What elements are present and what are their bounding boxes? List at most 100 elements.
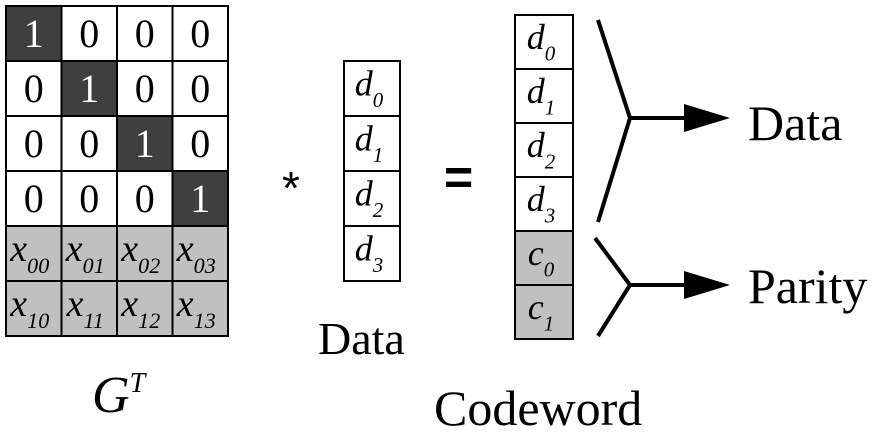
- identity-cell: [171, 60, 229, 117]
- data-vector-label: Data: [318, 313, 405, 364]
- data-arrow-head: [684, 104, 730, 132]
- matrix-label-main: G: [92, 367, 130, 424]
- data-vector-entry-base: d: [355, 118, 374, 158]
- parity-cell-value-base: x: [120, 228, 138, 270]
- data-vector-cell: [343, 225, 401, 282]
- data-vector-entry-subscript: 3: [372, 253, 383, 277]
- parity-cell-value-subscript: 02: [138, 253, 160, 278]
- parity-cell: [60, 225, 118, 282]
- parity-cell-value-base: x: [66, 283, 84, 325]
- matrix-label: GT: [92, 367, 148, 424]
- codeword-data-entry-base: d: [527, 71, 546, 111]
- identity-cell-value: 0: [79, 11, 99, 56]
- identity-cell: [60, 170, 118, 227]
- parity-cell-value-base: x: [9, 283, 27, 325]
- codeword-data-cell: [514, 68, 574, 124]
- codeword-data-entry-subscript: 3: [544, 203, 555, 227]
- data-vector-entry: d3: [355, 228, 383, 277]
- parity-cell: [5, 280, 63, 337]
- codeword-data-entry-subscript: 1: [545, 95, 555, 119]
- identity-cell: [171, 115, 229, 172]
- parity-cell-value: x13: [176, 283, 216, 333]
- identity-cell-value: 0: [79, 176, 99, 221]
- identity-cell-value: 1: [79, 66, 99, 111]
- parity-bracket: [593, 236, 633, 338]
- codeword-parity-entry-subscript: 1: [544, 311, 554, 335]
- identity-cell-value: 1: [135, 121, 155, 166]
- parity-cell-value-subscript: 11: [83, 308, 103, 333]
- identity-cell-value: 1: [190, 176, 210, 221]
- parity-cell-value-subscript: 13: [194, 308, 216, 333]
- parity-cell-value: x02: [120, 228, 160, 278]
- parity-arrow-head: [684, 271, 730, 299]
- identity-cell-value: 0: [79, 121, 99, 166]
- parity-cell-value: x10: [9, 283, 49, 333]
- codeword-label: Codeword: [434, 380, 642, 434]
- codeword-parity-cell: [514, 284, 574, 340]
- data-vector-cell: [343, 170, 401, 227]
- codeword-data-cell: [514, 14, 574, 70]
- identity-cell-value: 0: [135, 66, 155, 111]
- parity-cell-value-base: x: [120, 283, 138, 325]
- parity-cell-value: x01: [65, 228, 105, 278]
- codeword-data-entry-subscript: 0: [545, 41, 556, 65]
- parity-cell: [5, 225, 63, 282]
- codeword-data-entry: d3: [527, 179, 555, 228]
- parity-cell: [171, 280, 229, 337]
- parity-cell-value-base: x: [176, 283, 194, 325]
- identity-cell-value: 0: [190, 121, 210, 166]
- matrix-label-superscript: T: [130, 368, 148, 399]
- parity-bracket-arrow: [593, 236, 730, 338]
- parity-cell-value-subscript: 10: [27, 308, 49, 333]
- identity-cell-value: 1: [24, 11, 44, 56]
- codeword-parity-entry: c1: [528, 287, 554, 336]
- parity-cell-value: x00: [9, 228, 49, 278]
- codeword-data-entry: d0: [527, 17, 556, 66]
- multiply-operator: *: [282, 162, 300, 214]
- parity-cell-value-subscript: 03: [194, 253, 216, 278]
- codeword-data-entry-subscript: 2: [545, 149, 555, 173]
- data-annotation: Data: [748, 95, 842, 151]
- parity-cell-value: x11: [66, 283, 104, 333]
- identity-cell-value: 0: [24, 121, 44, 166]
- parity-cell-value-base: x: [9, 228, 27, 270]
- identity-cell: [60, 60, 118, 117]
- identity-cell: [60, 115, 118, 172]
- parity-cell-value-base: x: [176, 228, 194, 270]
- data-vector-entry-subscript: 0: [373, 88, 384, 112]
- parity-cell-value-subscript: 00: [27, 253, 49, 278]
- codeword-data-cell: [514, 176, 574, 232]
- data-vector-cell: [343, 115, 401, 172]
- data-vector-entry: d1: [355, 118, 383, 167]
- data-vector-entry: d2: [355, 173, 383, 222]
- codeword-data-entry-base: d: [527, 179, 546, 219]
- data-bracket-arrow: [596, 19, 730, 223]
- data-vector-entry-subscript: 1: [373, 143, 383, 167]
- parity-annotation: Parity: [748, 258, 867, 314]
- identity-cell-value: 0: [135, 176, 155, 221]
- identity-cell: [171, 5, 229, 62]
- identity-cell-value: 0: [24, 176, 44, 221]
- identity-cell-value: 0: [190, 11, 210, 56]
- codeword-parity-entry-base: c: [528, 287, 544, 327]
- data-vector-cell: [343, 60, 401, 117]
- identity-cell-value: 0: [24, 66, 44, 111]
- identity-cell-value: 0: [135, 11, 155, 56]
- codeword-data-entry: d2: [527, 125, 555, 174]
- codeword-data-entry-base: d: [527, 125, 546, 165]
- parity-cell-value: x03: [176, 228, 216, 278]
- parity-cell: [171, 225, 229, 282]
- parity-cell-value: x12: [120, 283, 160, 333]
- identity-cell-value: 0: [190, 66, 210, 111]
- data-vector-entry-subscript: 2: [373, 198, 383, 222]
- equals-operator: =: [444, 149, 473, 205]
- codeword-data-entry-base: d: [527, 17, 546, 57]
- data-vector-entry: d0: [355, 63, 384, 112]
- codeword-parity-entry-base: c: [528, 233, 544, 273]
- data-vector-entry-base: d: [355, 63, 374, 103]
- parity-cell-value-subscript: 12: [138, 308, 160, 333]
- identity-cell: [5, 5, 63, 62]
